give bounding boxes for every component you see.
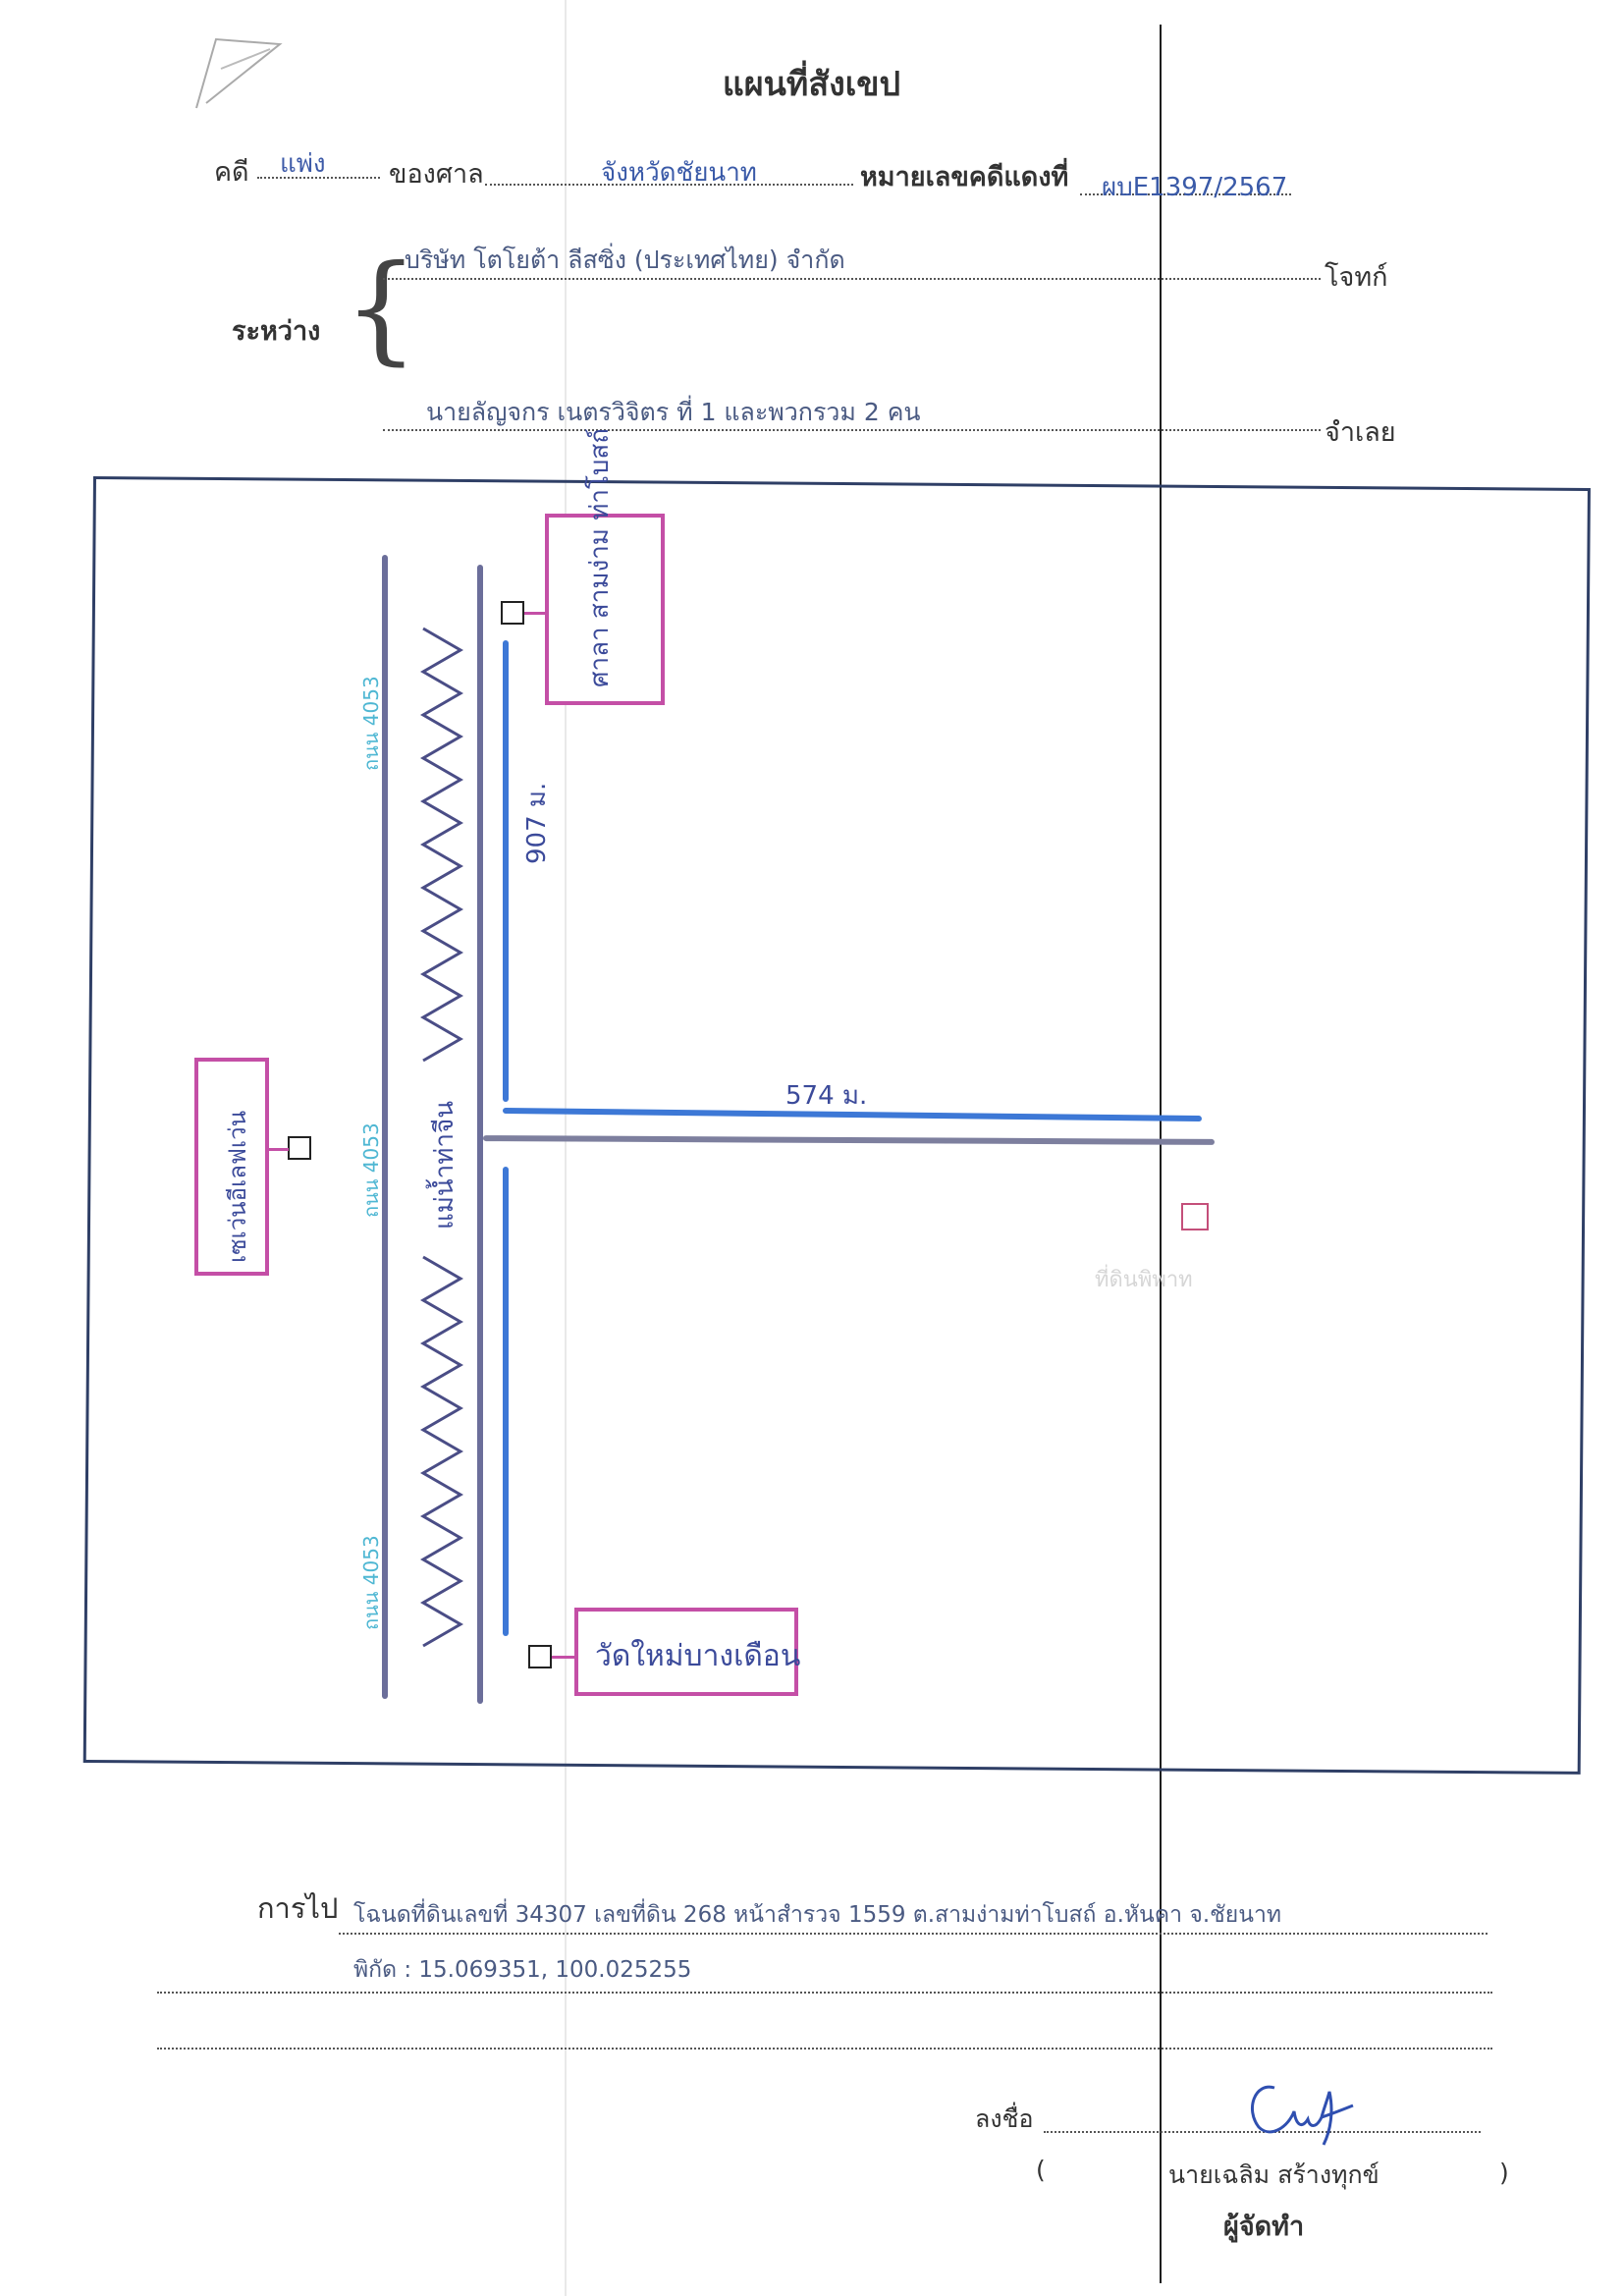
map-frame [82,476,1591,1775]
distance-label-vertical: 907 ม. [522,782,552,864]
corner-doodle [195,37,283,109]
road-label-mid: ถนน 4053 [359,1122,383,1218]
red-case-number: ผบE1397/2567 [1102,173,1288,202]
defendant-label: จำเลย [1325,417,1396,448]
defendant-dotline [383,429,1321,431]
signer-role: ผู้จัดทำ [1223,2212,1305,2242]
directions-dotline-3 [157,2048,1492,2050]
landmark-sala-marker [501,601,524,625]
road-label-top: ถนน 4053 [359,676,383,771]
landmark-seven-label: เซเว่นอีเลฟเว่น [224,1111,251,1263]
distance-line-vertical-top [503,640,509,1102]
landmark-wat-label: วัดใหม่บางเดือน [595,1639,801,1673]
landmark-wat-marker [528,1645,552,1668]
sign-label: ลงชื่อ [975,2105,1034,2133]
landmark-sala-connector [524,612,546,615]
river-zigzag [420,627,463,1648]
sign-close-paren: ) [1499,2159,1509,2187]
directions-text: โฉนดที่ดินเลขที่ 34307 เลขที่ดิน 268 หน้… [353,1902,1282,1928]
river-label: แม่น้ำท่าจีน [430,1100,460,1230]
red-case-label: หมายเลขคดีแดงที่ [860,162,1069,192]
directions-dotline-1 [339,1933,1488,1935]
plaintiff-dotline [383,278,1321,280]
court-dotline [485,184,853,186]
red-case-dotline [1080,193,1291,195]
case-label: คดี [214,157,249,188]
plaintiff-label: โจทก์ [1325,262,1388,293]
landmark-seven-connector [269,1148,289,1151]
landmark-sala-label: ศาลา สามง่าม ท่าโบสถ์ [585,427,615,687]
page-title: แผนที่สังเขป [722,65,901,104]
scan-crease-line [1160,25,1162,2283]
court-label: ของศาล [389,159,484,190]
case-type-dotline [257,177,380,179]
directions-dotline-2 [157,1992,1492,1994]
distance-line-vertical-bottom [503,1167,509,1636]
landmark-seven-box [194,1058,269,1276]
between-label: ระหว่าง [232,316,321,347]
sign-open-paren: ( [1036,2156,1046,2184]
river-bank-line [477,565,483,1704]
handwritten-signature [1250,2085,1354,2146]
case-type-value: แพ่ง [280,149,326,179]
landmark-wat-box [574,1608,798,1696]
court-name: จังหวัดชัยนาท [601,158,757,188]
coordinates-text: พิกัด : 15.069351, 100.025255 [353,1957,692,1983]
land-plot-marker [1181,1203,1209,1230]
road-label-bottom: ถนน 4053 [359,1535,383,1630]
sign-dotline [1044,2131,1481,2133]
signer-name: นายเฉลิม สร้างทุกข์ [1168,2160,1380,2189]
plaintiff-name: บริษัท โตโยต้า ลีสซิ่ง (ประเทศไทย) จำกัด [405,246,845,274]
landmark-seven-marker [288,1136,311,1160]
landmark-sala-box [545,514,665,705]
road-4053 [382,555,388,1699]
scan-fold-line [565,0,567,2296]
land-plot-faded-label: ที่ดินพิพาท [1095,1268,1193,1292]
distance-label-horizontal: 574 ม. [785,1081,868,1111]
landmark-wat-connector [552,1656,575,1659]
defendant-name: นายลัญจกร เนตรวิจิตร ที่ 1 และพวกรวม 2 ค… [426,398,921,426]
directions-label: การไป [257,1891,339,1925]
between-brace: { [344,241,419,377]
